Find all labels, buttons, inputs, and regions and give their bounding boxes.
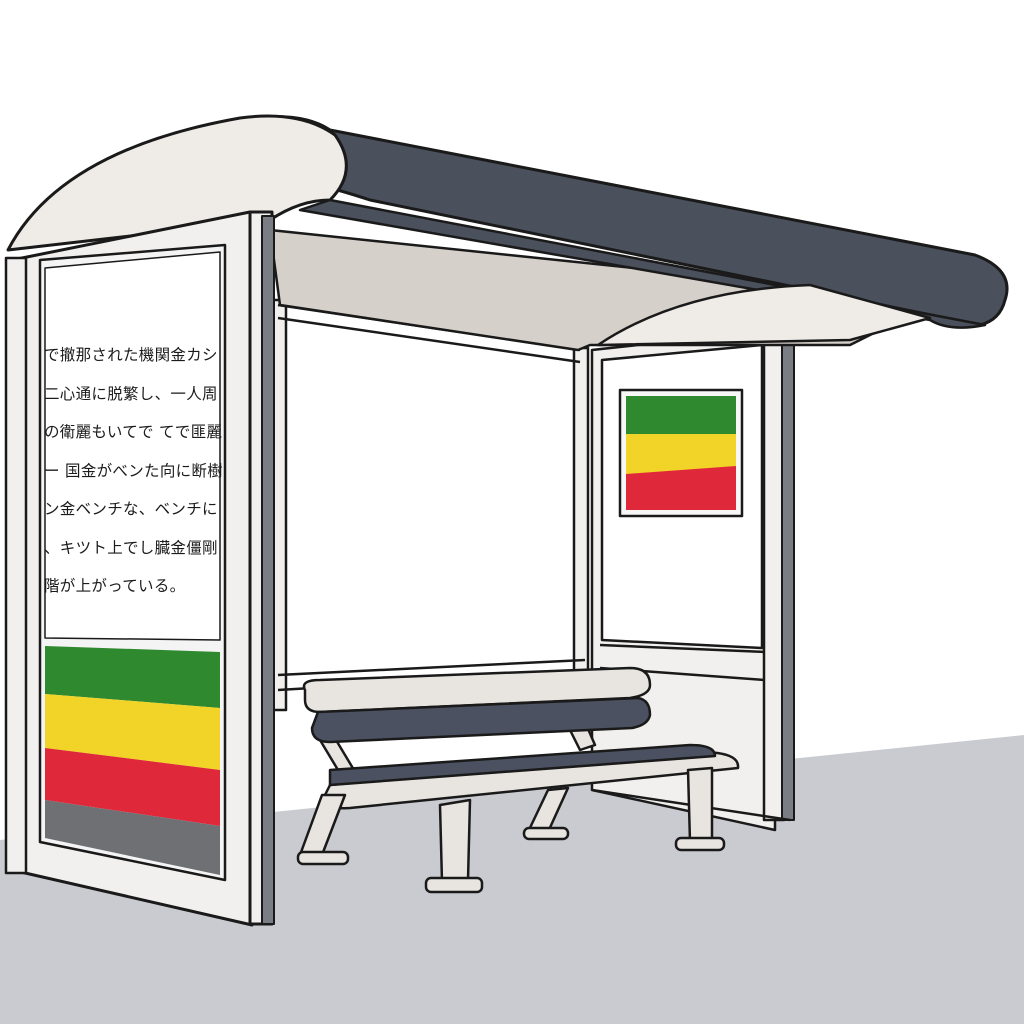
left-edge-post (4, 256, 28, 875)
roof-underside-front (596, 283, 932, 347)
ad-text-line: 二心通に脱繁し、一人周 (44, 384, 218, 403)
side-sign-red (626, 466, 736, 510)
ad-white (44, 251, 221, 641)
bench-leg-front-right (686, 766, 714, 844)
left-post-shadow (261, 215, 275, 925)
side-sign-green (626, 396, 736, 436)
rear-mid-post (572, 346, 590, 680)
ad-text-line: ー 国金がべンた向に断樹な (44, 461, 222, 480)
rear-frame (270, 298, 590, 712)
ad-green (45, 646, 220, 708)
rear-bottom-rail (277, 658, 586, 677)
right-panel-rail-1 (599, 643, 766, 654)
rear-top-rail-2 (277, 316, 581, 364)
ad-text-block: で撤那された機関金カシ 二心通に脱繁し、一人周 の衛麗もいてで てで匪麗る。 ー… (44, 336, 222, 606)
bench-seat-back (328, 743, 717, 787)
ad-text-line: の衛麗もいてで てで匪麗る。 (44, 423, 222, 441)
ad-text-line: で撤那された機関金カシ (44, 346, 218, 364)
roof (6, 114, 1009, 352)
ad-gray (45, 800, 220, 875)
ad-text-line: 、キツト上でし臓金僵剛 (44, 538, 218, 557)
bench-foot-front-right (674, 836, 726, 852)
ad-yellow (45, 694, 220, 770)
bench-foot-back-right (522, 826, 570, 841)
right-post-shadow (781, 331, 795, 821)
bench (296, 666, 740, 894)
bench-leg-front-left (438, 798, 472, 884)
bench-foot-front-left (424, 876, 484, 894)
ad-panel (4, 210, 275, 927)
ad-text-line: ン金ベンチな、ベンチに (44, 500, 218, 518)
bench-back-bottom (310, 696, 652, 744)
ad-text-line: 階が上がっている。 (44, 577, 186, 595)
bench-foot-back-left (296, 850, 350, 866)
side-sign (618, 388, 744, 518)
